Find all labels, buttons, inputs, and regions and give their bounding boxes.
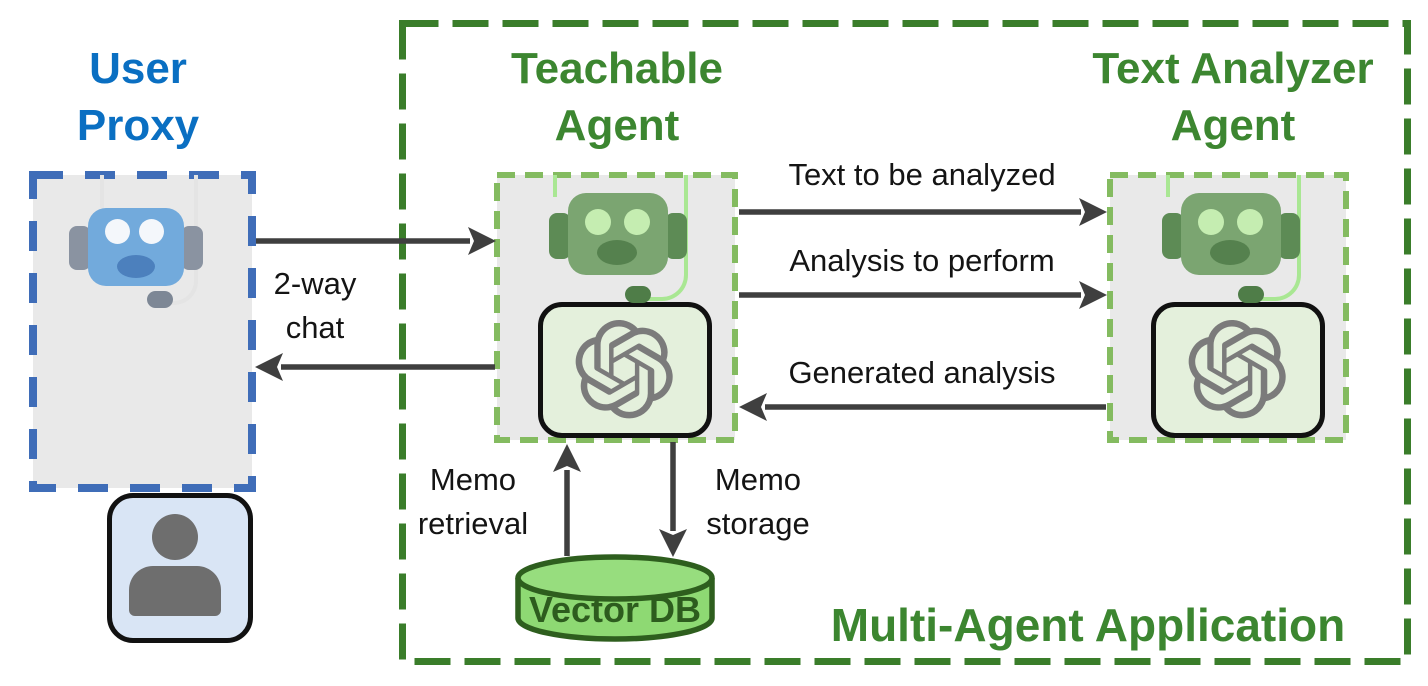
memo-storage-label: Memo storage bbox=[658, 458, 858, 546]
teachable-agent-title: Teachable Agent bbox=[497, 40, 737, 154]
robot-wire-icon bbox=[1166, 175, 1170, 197]
text-analyzer-robot-icon bbox=[1110, 175, 1348, 440]
teachable-agent-title-line1: Teachable bbox=[511, 44, 723, 93]
text-to-be-analyzed-label: Text to be analyzed bbox=[788, 157, 1056, 192]
text-analyzer-agent-title-line1: Text Analyzer bbox=[1092, 44, 1374, 93]
analysis-to-perform-label: Analysis to perform bbox=[789, 243, 1055, 278]
multi-agent-application-label: Multi-Agent Application bbox=[830, 599, 1346, 651]
arrow-user-to-teachable bbox=[256, 227, 496, 255]
text-analyzer-agent-title-line2: Agent bbox=[1170, 101, 1296, 150]
arrow-teachable-to-user bbox=[255, 353, 495, 381]
user-proxy-title-line1: User bbox=[89, 44, 187, 93]
robot-eye-icon bbox=[105, 219, 130, 244]
robot-ear-icon bbox=[1278, 213, 1300, 259]
robot-wire-icon bbox=[100, 175, 104, 208]
robot-eye-icon bbox=[139, 219, 164, 244]
robot-mic-icon bbox=[1238, 286, 1264, 303]
two-way-chat-line2: chat bbox=[285, 310, 345, 345]
robot-wire-icon bbox=[553, 175, 557, 197]
robot-eye-icon bbox=[585, 209, 611, 235]
memo-retrieval-line1: Memo bbox=[429, 462, 517, 497]
person-body-icon bbox=[129, 566, 221, 616]
robot-ear-icon bbox=[1162, 213, 1184, 259]
arrow-analysis-to-perform bbox=[739, 281, 1107, 309]
vector-db-label: Vector DB bbox=[528, 589, 702, 630]
generated-analysis-label: Generated analysis bbox=[788, 355, 1056, 390]
memo-storage-line2: storage bbox=[706, 506, 810, 541]
memo-storage-line1: Memo bbox=[714, 462, 802, 497]
person-head-icon bbox=[152, 514, 198, 560]
text-analyzer-llm-panel bbox=[1151, 302, 1325, 438]
robot-eye-icon bbox=[624, 209, 650, 235]
teachable-agent-title-line2: Agent bbox=[554, 101, 680, 150]
robot-ear-icon bbox=[69, 226, 91, 270]
two-way-chat-line1: 2-way bbox=[273, 266, 357, 301]
openai-logo-icon bbox=[575, 320, 673, 419]
robot-eye-icon bbox=[1198, 209, 1224, 235]
user-proxy-robot-icon bbox=[33, 175, 253, 643]
robot-ear-icon bbox=[181, 226, 203, 270]
two-way-chat-label: 2-way chat bbox=[255, 262, 375, 350]
arrow-text-to-be-analyzed bbox=[739, 198, 1107, 226]
robot-mic-icon bbox=[147, 291, 173, 308]
user-proxy-title-line2: Proxy bbox=[76, 101, 200, 150]
multi-agent-container-box bbox=[399, 20, 1411, 665]
robot-mouth-icon bbox=[117, 255, 155, 278]
arrow-memo-retrieval bbox=[553, 444, 581, 556]
person-icon bbox=[107, 493, 253, 643]
user-proxy-title: User Proxy bbox=[18, 40, 258, 154]
robot-ear-icon bbox=[665, 213, 687, 259]
teachable-agent-robot-icon bbox=[497, 175, 735, 440]
text-analyzer-agent-title: Text Analyzer Agent bbox=[1073, 40, 1393, 154]
robot-eye-icon bbox=[1237, 209, 1263, 235]
robot-ear-icon bbox=[549, 213, 571, 259]
robot-mouth-icon bbox=[1210, 240, 1250, 265]
robot-mic-icon bbox=[625, 286, 651, 303]
memo-retrieval-label: Memo retrieval bbox=[373, 458, 573, 546]
teachable-llm-panel bbox=[538, 302, 712, 438]
openai-logo-icon bbox=[1188, 320, 1286, 419]
memo-retrieval-line2: retrieval bbox=[417, 506, 529, 541]
arrow-generated-analysis bbox=[739, 393, 1106, 421]
robot-mouth-icon bbox=[597, 240, 637, 265]
arrow-memo-storage bbox=[659, 442, 687, 557]
database-cylinder-icon bbox=[515, 554, 715, 642]
